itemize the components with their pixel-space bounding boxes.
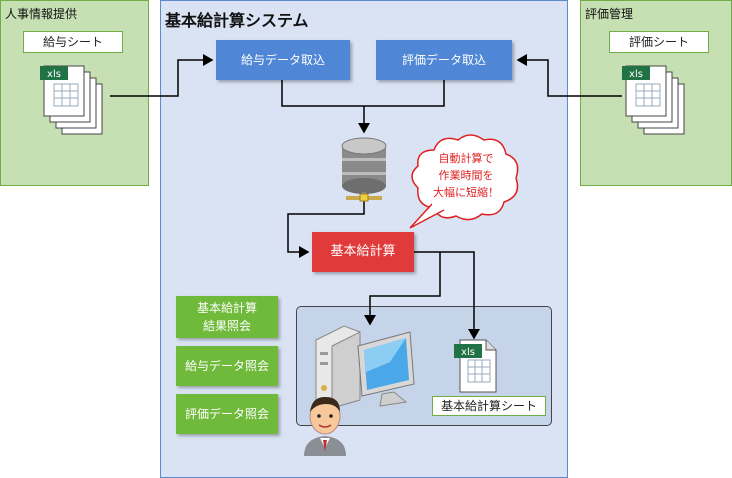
callout-line-3: 大幅に短縮！	[433, 186, 499, 199]
hr-info-title: 人事情報提供	[5, 7, 78, 21]
callout-cloud: 自動計算で 作業時間を 大幅に短縮！	[404, 128, 524, 232]
output-xls-text: xls	[461, 347, 475, 358]
salary-data-inquiry-button[interactable]: 給与データ照会	[176, 346, 278, 386]
import-salary-data-button[interactable]: 給与データ取込	[216, 40, 350, 80]
callout-text: 自動計算で 作業時間を 大幅に短縮！	[424, 150, 508, 201]
output-xls-file-icon: xls	[452, 338, 500, 394]
evaluation-data-inquiry-button[interactable]: 評価データ照会	[176, 394, 278, 434]
callout-line-1: 自動計算で	[438, 152, 494, 165]
evaluation-xls-file-icon: xls	[622, 62, 692, 142]
calc-result-inquiry-line1: 基本給計算	[196, 301, 257, 315]
system-title: 基本給計算システム	[165, 11, 309, 30]
calc-result-inquiry-line2: 結果照会	[202, 319, 251, 333]
user-avatar-icon	[300, 394, 350, 456]
basic-salary-calc-button[interactable]: 基本給計算	[312, 232, 414, 272]
salary-xls-text: xls	[47, 69, 61, 80]
salary-sheet-label: 給与シート	[23, 31, 123, 53]
evaluation-title: 評価管理	[585, 7, 634, 21]
hr-info-panel: 人事情報提供 給与シート	[0, 0, 149, 186]
calc-result-inquiry-button[interactable]: 基本給計算 結果照会	[176, 296, 278, 338]
evaluation-sheet-label: 評価シート	[609, 31, 709, 53]
salary-xls-file-icon: xls	[40, 62, 110, 142]
computer-icon	[314, 322, 418, 409]
database-icon	[338, 132, 390, 202]
callout-line-2: 作業時間を	[438, 169, 494, 182]
evaluation-xls-text: xls	[629, 69, 643, 80]
basic-salary-sheet-label: 基本給計算シート	[432, 396, 546, 416]
import-evaluation-data-button[interactable]: 評価データ取込	[376, 40, 512, 80]
